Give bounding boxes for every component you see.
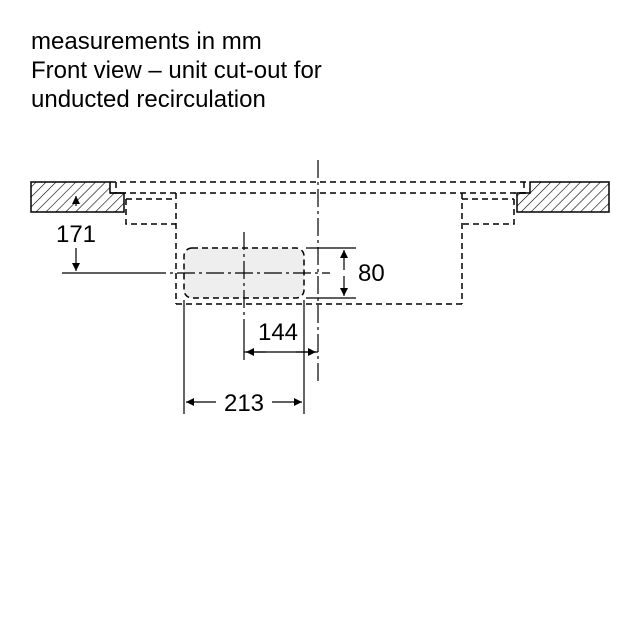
dimension-label-80: 80: [358, 260, 385, 287]
worktop-right: [516, 181, 610, 213]
worktop-left: [30, 181, 125, 213]
dimension-label-171: 171: [56, 221, 96, 248]
dimension-80: [306, 247, 356, 299]
dimension-144: [243, 322, 318, 360]
unit-body-outline: [125, 193, 515, 305]
dimension-171: [62, 196, 148, 274]
caption: measurements in mm Front view – unit cut…: [31, 27, 322, 114]
caption-line-purpose: unducted recirculation: [31, 86, 266, 113]
dimension-213: [183, 300, 305, 414]
dimension-label-144: 144: [258, 319, 298, 346]
dimension-label-213: 213: [224, 390, 264, 417]
hob-plate-outline: [110, 181, 530, 200]
caption-line-view: Front view – unit cut-out for: [31, 57, 322, 84]
center-lines: [148, 160, 330, 385]
caption-line-units: measurements in mm: [31, 28, 262, 55]
